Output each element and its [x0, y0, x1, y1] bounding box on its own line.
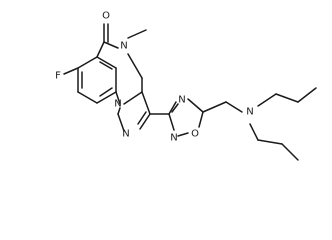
atom-label-nitrogen-oxadiazole-top: N	[178, 95, 185, 106]
atom-label-oxygen-oxadiazole: O	[191, 129, 199, 140]
bond	[141, 91, 151, 115]
bond	[99, 61, 113, 70]
bond	[63, 67, 79, 75]
bond	[168, 113, 175, 131]
bond	[137, 111, 147, 125]
bond	[257, 93, 277, 107]
atom-label-nitrogen-amide: N	[120, 41, 127, 52]
bond	[177, 132, 189, 137]
bond	[257, 139, 283, 145]
bond	[168, 101, 177, 115]
bond	[96, 41, 105, 58]
bond	[115, 91, 121, 105]
bond	[96, 91, 117, 104]
bond	[127, 53, 143, 79]
bond	[96, 56, 117, 69]
bond	[281, 143, 299, 161]
bond	[198, 111, 204, 128]
atom-label-nitrogen-ring-bottom: N	[122, 129, 129, 140]
bond	[297, 87, 317, 103]
bond	[127, 29, 147, 39]
bond	[103, 41, 119, 49]
atom-label-nitrogen-ring-top: N	[114, 99, 121, 110]
atom-label-fluorine: F	[55, 71, 61, 82]
bond	[123, 91, 143, 105]
bond	[202, 101, 227, 113]
bond	[249, 123, 259, 141]
atom-label-nitrogen-amine: N	[246, 107, 253, 118]
bond	[171, 103, 179, 113]
bond	[275, 93, 299, 103]
bond	[117, 107, 121, 115]
atom-label-nitrogen-oxadiazole-bottom: N	[170, 133, 177, 144]
bond	[99, 87, 113, 97]
bond	[139, 113, 151, 130]
atom-label-oxygen-carbonyl: O	[102, 11, 110, 22]
bond	[187, 98, 204, 113]
bonds	[63, 23, 317, 161]
atom-labels: O N F N N N O N N	[55, 11, 254, 144]
chemical-structure-diagram: O N F N N N O N N	[55, 11, 317, 161]
bond	[77, 91, 98, 104]
bond	[117, 113, 125, 132]
bond	[77, 56, 98, 69]
bond	[225, 101, 243, 113]
